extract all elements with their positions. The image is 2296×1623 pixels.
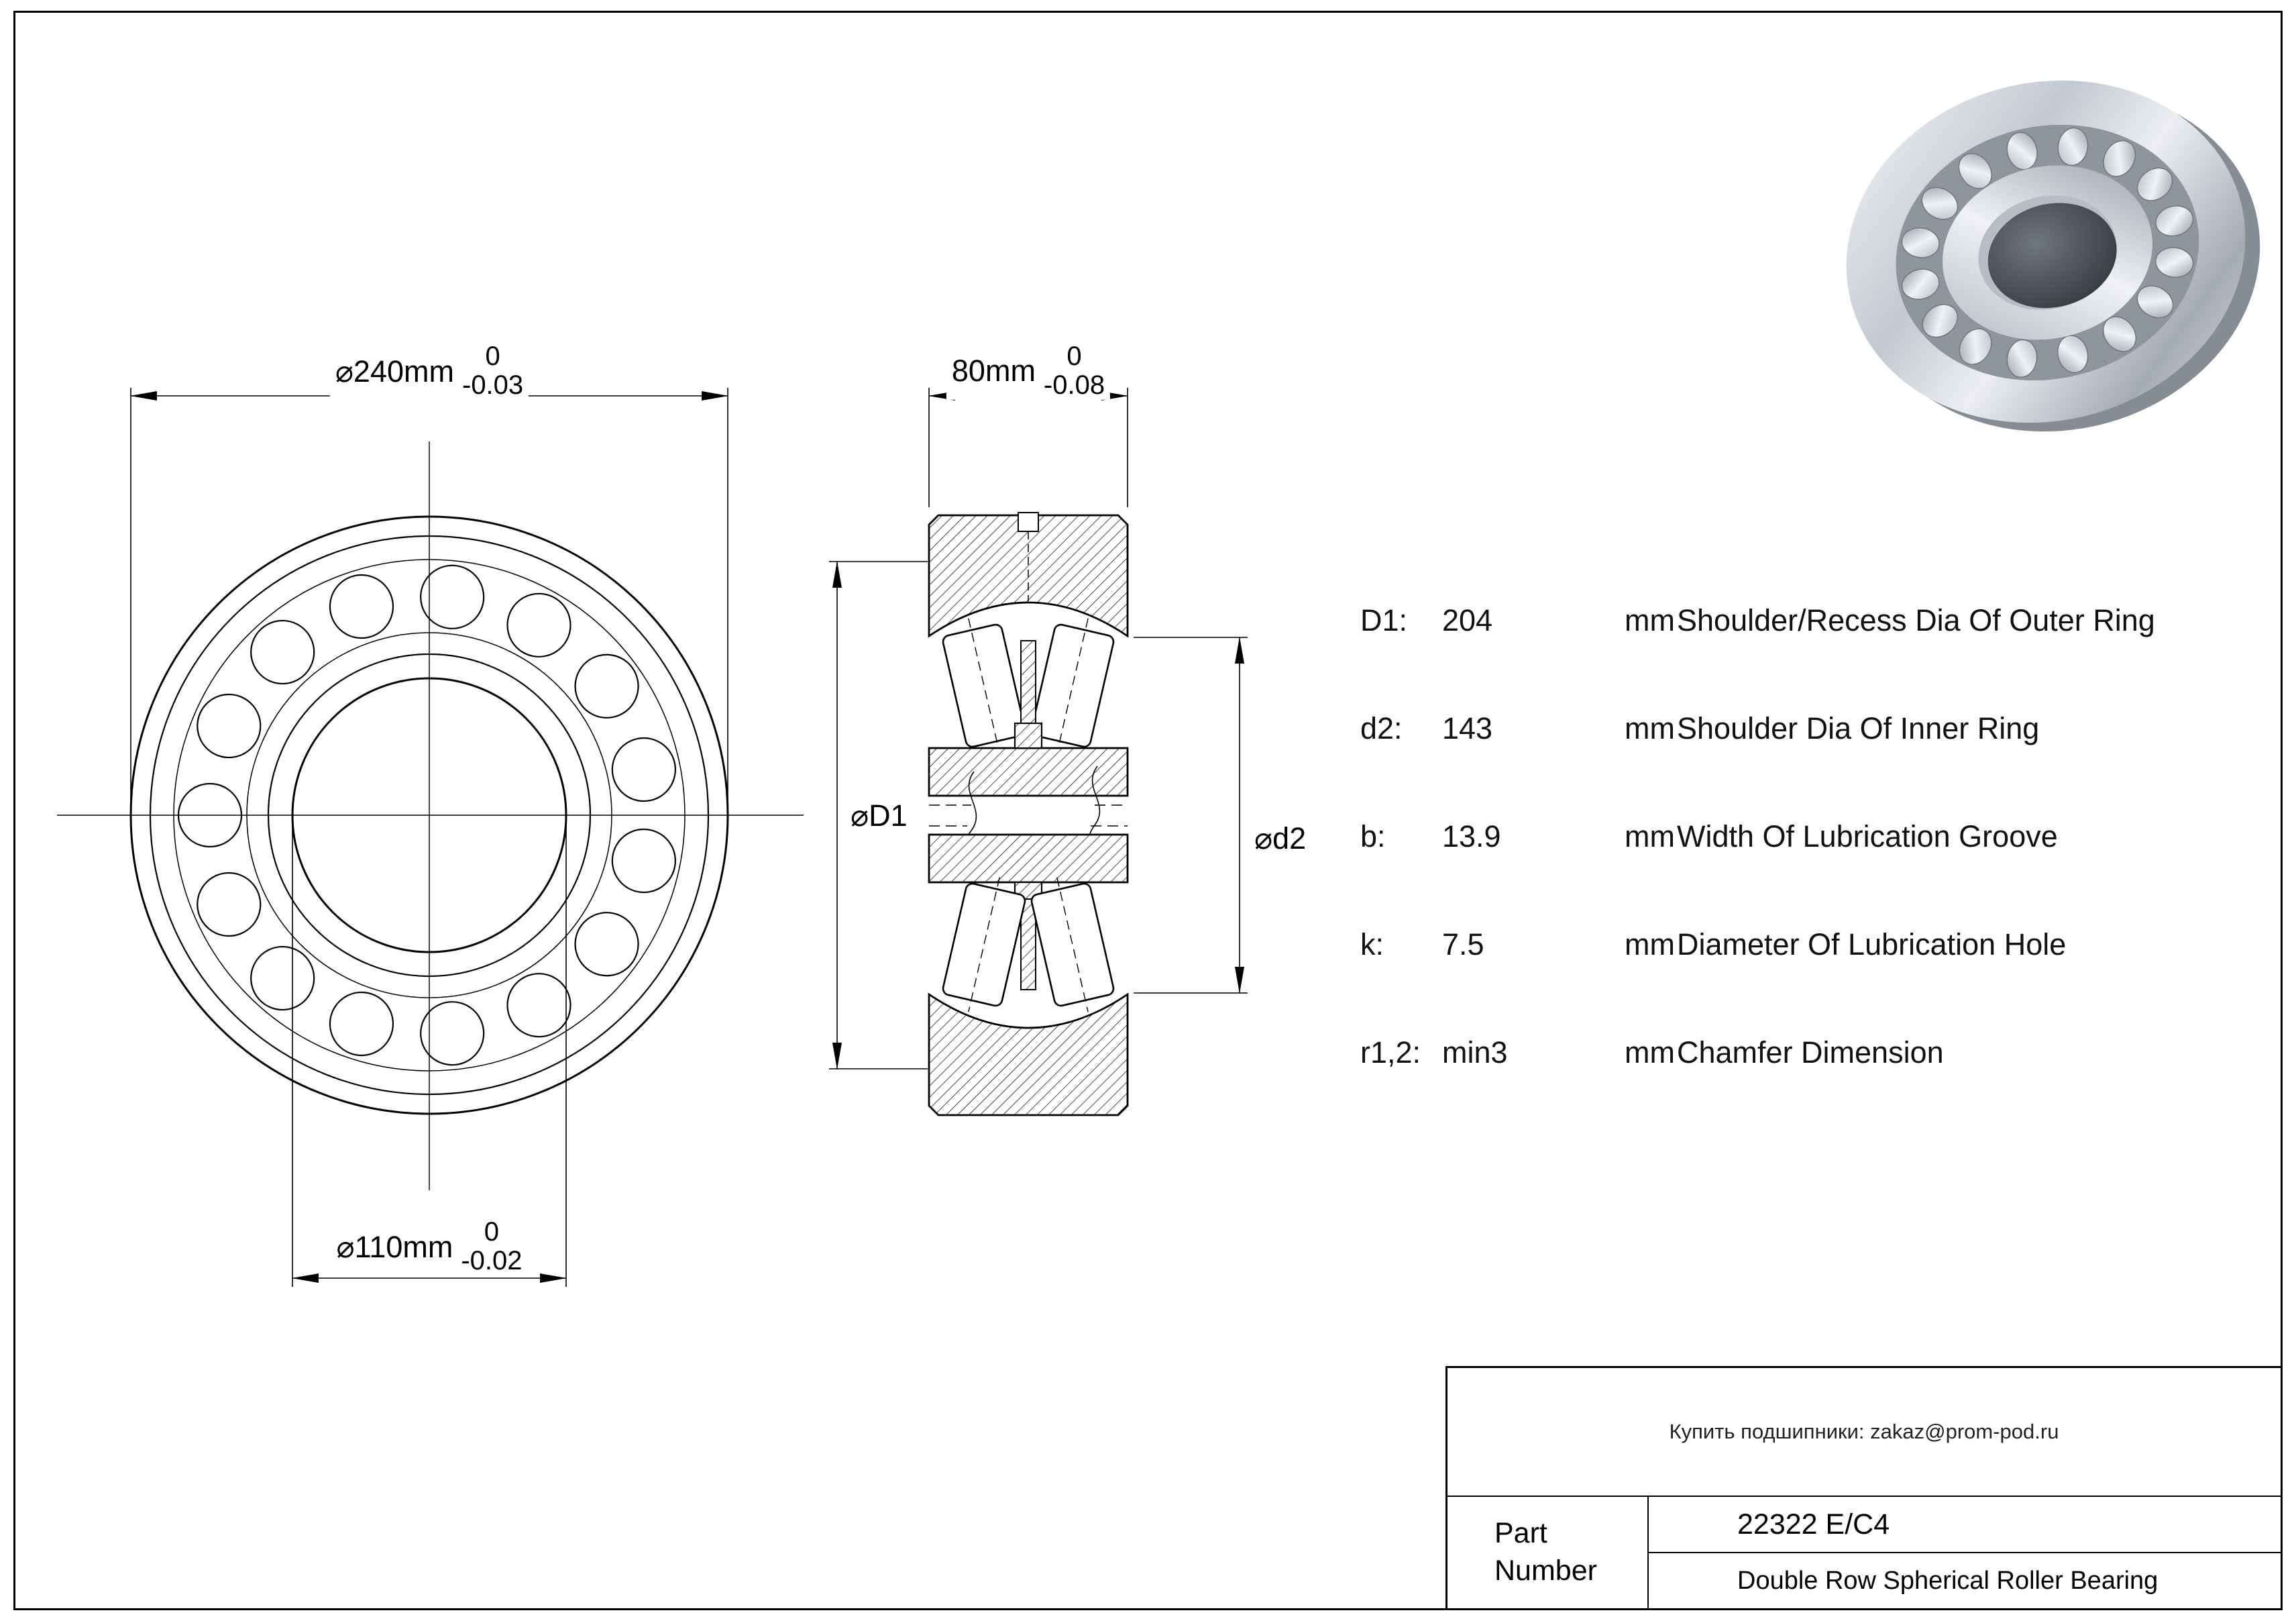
spec-unit: mm	[1625, 927, 1675, 961]
drawing-frame	[13, 11, 2283, 1610]
dim-tolerance: 0 -0.08	[1044, 342, 1105, 400]
spec-description: Width Of Lubrication Groove	[1677, 819, 2058, 853]
bearing-3d-image	[1811, 37, 2281, 473]
spec-unit: mm	[1625, 603, 1675, 637]
front-bore-diameter-dim: ⌀110mm 0 -0.02	[331, 1216, 528, 1276]
part-number-value-cell: 22322 E/C4 Double Row Spherical Roller B…	[1649, 1497, 2281, 1608]
spec-unit: mm	[1625, 819, 1675, 853]
d1-dimension-label: ⌀D1	[846, 798, 912, 833]
spec-unit: mm	[1625, 711, 1675, 745]
d2-dimension-label: ⌀d2	[1250, 821, 1311, 856]
tol-lower: -0.08	[1043, 370, 1105, 400]
title-block: Купить подшипники: zakaz@prom-pod.ru Par…	[1445, 1366, 2283, 1610]
dim-tolerance: 0 -0.02	[461, 1216, 523, 1275]
spec-description: Shoulder Dia Of Inner Ring	[1677, 711, 2040, 745]
spec-label: k:	[1360, 927, 1384, 961]
spec-description: Chamfer Dimension	[1677, 1035, 1944, 1069]
spec-value: 204	[1442, 603, 1493, 637]
spec-row-k: k: 7.5 mm Diameter Of Lubrication Hole	[1360, 890, 2273, 998]
front-view-rollers	[177, 564, 676, 1066]
part-number-row: Part Number 22322 E/C4 Double Row Spheri…	[1447, 1496, 2281, 1608]
spec-row-b: b: 13.9 mm Width Of Lubrication Groove	[1360, 782, 2273, 890]
spec-description: Shoulder/Recess Dia Of Outer Ring	[1677, 603, 2155, 637]
part-description-text: Double Row Spherical Roller Bearing	[1737, 1566, 2158, 1595]
contact-text: Купить подшипники: zakaz@prom-pod.ru	[1669, 1420, 2059, 1443]
part-number-value: 22322 E/C4	[1649, 1497, 2281, 1553]
tol-upper: 0	[1067, 341, 1082, 371]
tol-lower: -0.03	[461, 370, 524, 400]
spec-value: 7.5	[1442, 927, 1484, 961]
spec-value: 143	[1442, 711, 1493, 745]
spec-value: 13.9	[1442, 819, 1501, 853]
spec-label: r1,2:	[1360, 1035, 1421, 1069]
tol-lower: -0.02	[461, 1246, 523, 1275]
bearing-3d-render	[1846, 80, 2260, 432]
tol-upper: 0	[485, 341, 500, 371]
section-width-dim: 80mm 0 -0.08	[946, 342, 1111, 401]
dim-value: 80mm	[951, 354, 1036, 388]
part-number-label-cell: Part Number	[1447, 1497, 1649, 1608]
part-number-label: Part Number	[1494, 1517, 1597, 1587]
spec-list: D1: 204 mm Shoulder/Recess Dia Of Outer …	[1360, 566, 2273, 1106]
spec-label: d2:	[1360, 711, 1403, 745]
front-outer-diameter-dim: ⌀240mm 0 -0.03	[329, 342, 529, 401]
spec-unit: mm	[1625, 1035, 1675, 1069]
dim-value: ⌀110mm	[336, 1229, 453, 1264]
part-number-text: 22322 E/C4	[1737, 1508, 1890, 1540]
spec-row-d1: D1: 204 mm Shoulder/Recess Dia Of Outer …	[1360, 566, 2273, 674]
tol-upper: 0	[484, 1216, 500, 1247]
spec-label: D1:	[1360, 603, 1408, 637]
front-view	[57, 441, 804, 1190]
dim-value: ⌀240mm	[335, 354, 454, 388]
section-view	[928, 512, 1129, 1116]
spec-value: min3	[1442, 1035, 1508, 1069]
part-description: Double Row Spherical Roller Bearing	[1649, 1553, 2281, 1608]
spec-row-r12: r1,2: min3 mm Chamfer Dimension	[1360, 998, 2273, 1106]
spec-row-d2: d2: 143 mm Shoulder Dia Of Inner Ring	[1360, 674, 2273, 782]
contact-row: Купить подшипники: zakaz@prom-pod.ru	[1447, 1368, 2281, 1496]
spec-label: b:	[1360, 819, 1386, 853]
spec-description: Diameter Of Lubrication Hole	[1677, 927, 2067, 961]
dim-tolerance: 0 -0.03	[462, 342, 523, 400]
